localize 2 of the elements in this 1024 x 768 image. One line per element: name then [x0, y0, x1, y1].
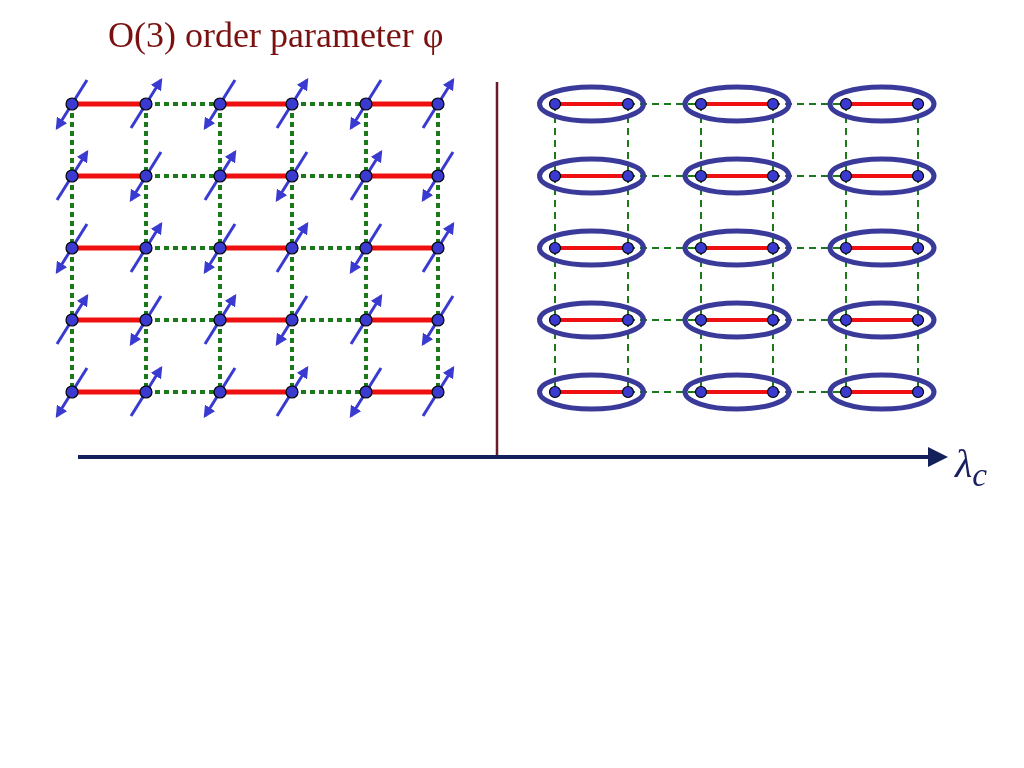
axis-label: λ$_{c}$: [955, 440, 988, 494]
diagram-title: O(3) order parameter φ⃗: [108, 14, 472, 56]
